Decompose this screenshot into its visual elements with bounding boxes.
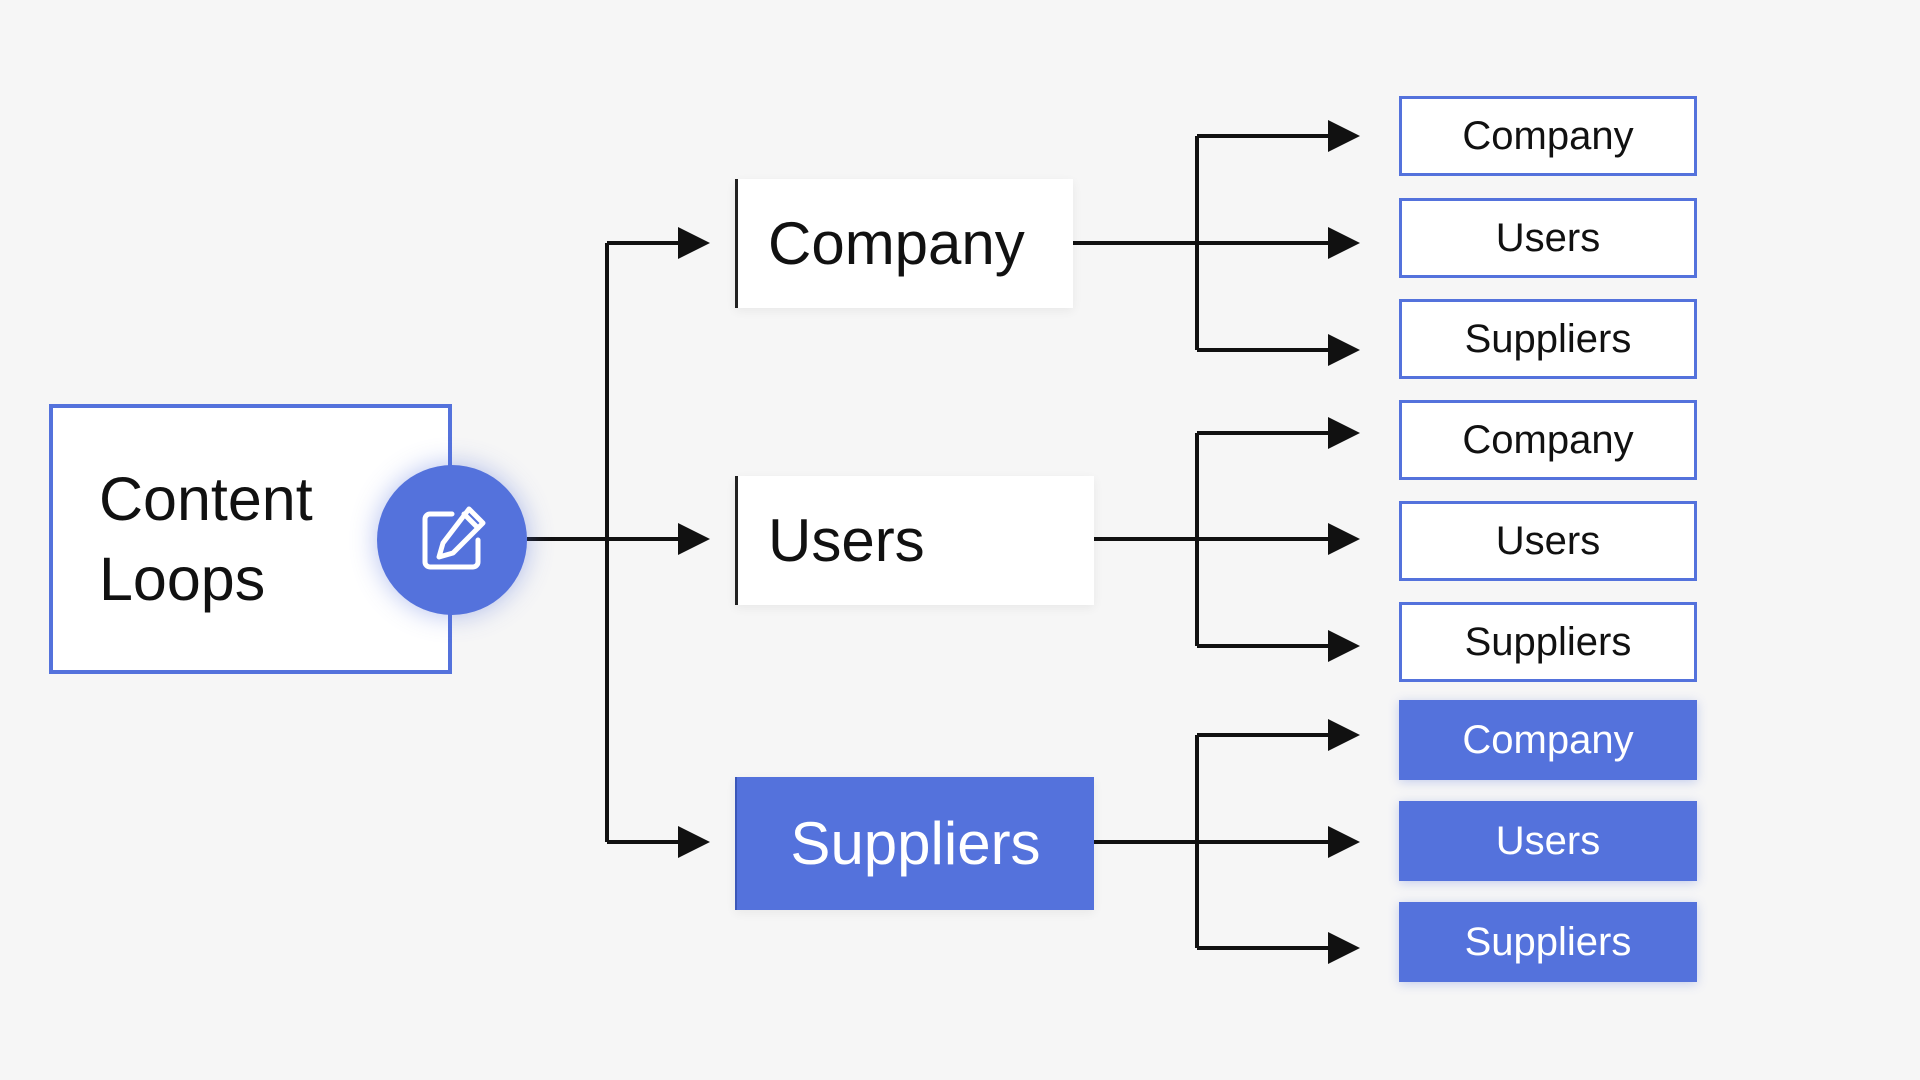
leaf-label: Users <box>1495 818 1601 863</box>
edit-icon <box>422 506 486 570</box>
branch-node-company[interactable]: Company <box>735 179 1073 308</box>
leaf-users-users[interactable]: Users <box>1399 501 1697 581</box>
leaf-label: Suppliers <box>1464 619 1632 664</box>
leaf-company-users[interactable]: Users <box>1399 198 1697 278</box>
leaf-label: Suppliers <box>1464 316 1632 361</box>
leaf-company-company[interactable]: Company <box>1399 96 1697 176</box>
root-node[interactable]: Content Loops <box>49 404 452 674</box>
leaf-label: Users <box>1495 518 1601 563</box>
leaf-suppliers-company[interactable]: Company <box>1399 700 1697 780</box>
leaf-users-company[interactable]: Company <box>1399 400 1697 480</box>
leaf-label: Company <box>1462 417 1634 462</box>
root-label-line2: Loops <box>99 545 266 613</box>
leaf-users-suppliers[interactable]: Suppliers <box>1399 602 1697 682</box>
edit-button[interactable] <box>377 465 527 615</box>
leaf-suppliers-suppliers[interactable]: Suppliers <box>1399 902 1697 982</box>
leaf-label: Company <box>1462 717 1634 762</box>
branch-node-suppliers[interactable]: Suppliers <box>735 777 1094 910</box>
root-label-line1: Content <box>99 465 313 533</box>
branch-node-users[interactable]: Users <box>735 476 1094 605</box>
leaf-suppliers-users[interactable]: Users <box>1399 801 1697 881</box>
branch-label: Company <box>768 210 1025 277</box>
branch-label: Suppliers <box>790 810 1041 877</box>
leaf-company-suppliers[interactable]: Suppliers <box>1399 299 1697 379</box>
branch-label: Users <box>768 507 925 574</box>
leaf-label: Suppliers <box>1464 919 1632 964</box>
leaf-label: Company <box>1462 113 1634 158</box>
leaf-label: Users <box>1495 215 1601 260</box>
